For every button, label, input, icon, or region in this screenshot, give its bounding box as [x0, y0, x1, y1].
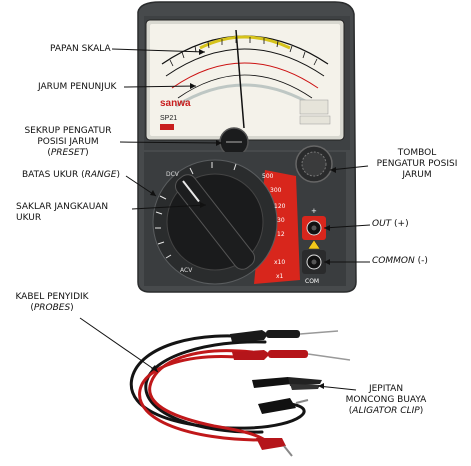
jack-out: + [302, 207, 326, 240]
label-tombol-line3: JARUM [402, 170, 432, 180]
zero-adjust-knob [295, 145, 333, 183]
label-out: OUT (+) [372, 219, 409, 229]
model-label: SP21 [160, 115, 177, 122]
leader-kabel [79, 317, 159, 373]
label-sekrup-line2: POSISI JARUM [37, 137, 99, 147]
label-jarum-penunjuk-text: JARUM PENUNJUK [38, 82, 117, 92]
label-jarum-penunjuk: JARUM PENUNJUK [38, 82, 116, 93]
label-papan-skala: PAPAN SKALA [50, 44, 111, 55]
label-tombol-line1: TOMBOL [397, 148, 437, 158]
label-saklar-jangkauan: SAKLAR JANGKAUAN UKUR [16, 202, 108, 224]
probe-cables [129, 334, 306, 448]
leader-saklar [131, 204, 207, 210]
label-sekrup-pengatur: SEKRUP PENGATUR POSISI JARUM (PRESET) [20, 126, 116, 159]
label-saklar-line1: SAKLAR JANGKAUAN [16, 202, 109, 212]
label-kabel-line1: KABEL PENYIDIK [15, 292, 89, 302]
dial-mark-x1: x1 [276, 273, 284, 280]
label-tombol-line2: PENGATUR POSISI [376, 159, 458, 169]
brand-logo: sanwa [160, 98, 191, 109]
probe-black [230, 330, 339, 342]
label-sekrup-line1: SEKRUP PENGATUR [24, 126, 112, 136]
meter-needle [235, 29, 245, 129]
dial-mark-x10: x10 [274, 259, 285, 266]
scale-panel: sanwa SP21 [145, 19, 345, 141]
leader-tombol [329, 165, 369, 171]
leader-jepitan [317, 385, 357, 391]
warning-icon [307, 239, 321, 250]
label-tombol-pengatur: TOMBOL PENGATUR POSISI JARUM [370, 148, 464, 181]
label-kabel-penyidik: KABEL PENYIDIK (PROBES) [4, 292, 100, 314]
dial-mark-acv: ACV [180, 267, 193, 274]
preset-screw [219, 127, 249, 157]
label-jepitan-line3: (ALIGATOR CLIP) [348, 406, 424, 416]
leader-out [323, 224, 371, 229]
dial-mark-dcv: DCV [166, 171, 180, 178]
label-batas-ukur: BATAS UKUR (RANGE) [22, 170, 120, 180]
label-jepitan-line1: JEPITAN [368, 384, 404, 394]
jack-out-mark: + [311, 207, 317, 215]
dial-mark-30: 30 [277, 217, 285, 224]
label-papan-skala-text: PAPAN SKALA [50, 44, 111, 54]
label-common: COMMON (-) [372, 256, 428, 266]
dial-mark-120: 120 [274, 203, 286, 210]
label-jepitan-line2: MONCONG BUAYA [345, 395, 427, 405]
jack-common-mark: COM [305, 278, 319, 285]
banana-plug-red [256, 438, 293, 457]
leader-batas [125, 175, 157, 197]
leader-lines [79, 48, 371, 391]
leader-papan-skala [111, 48, 206, 53]
range-selector-knob [174, 174, 256, 270]
label-sekrup-line3: (PRESET) [47, 148, 89, 158]
leader-jarum [123, 85, 197, 88]
label-kabel-line2: (PROBES) [30, 303, 74, 313]
dial-mark-500: 500 [262, 173, 274, 180]
dial-mark-12: 12 [277, 231, 285, 238]
jack-common: COM [302, 250, 326, 285]
probe-red [232, 350, 351, 361]
leader-arrowheads [150, 49, 336, 389]
banana-plug-black [258, 398, 309, 414]
lower-panel: 300 120 30 12 x10 x1 500 DCV ACV [144, 152, 346, 286]
alligator-clip [252, 377, 322, 390]
dial-mark-300: 300 [270, 187, 282, 194]
leader-sekrup [119, 141, 223, 144]
label-saklar-line2: UKUR [16, 213, 42, 223]
label-jepitan: JEPITAN MONCONG BUAYA (ALIGATOR CLIP) [338, 384, 434, 417]
